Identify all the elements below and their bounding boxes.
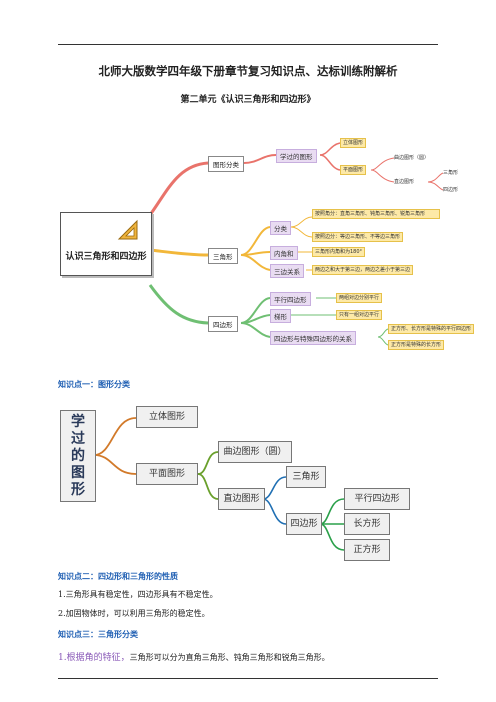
quadrilateral-text: 四边形: [443, 187, 459, 193]
triangle-ruler-icon: [117, 219, 138, 240]
branch-quadrilateral: 四边形: [208, 316, 238, 332]
triangle-text: 三角形: [443, 170, 459, 176]
quad-relation-label: 四边形与特殊四边形的关系: [270, 331, 356, 345]
section-3-line-1-rest: 三角形可以分为直角三角形、钝角三角形和锐角三角形。: [129, 653, 330, 662]
trapezoid-label: 梯形: [270, 309, 291, 323]
bottom-rule: [58, 678, 438, 679]
section-2-line-2: 2.加固物体时，可以利用三角形的稳定性。: [58, 609, 210, 618]
section-3-line-1-prefix: 1.根据角的特征，: [58, 653, 130, 663]
center-label: 认识三角形和四边形: [65, 252, 147, 262]
mind-map: 认识三角形和四边形 图形分类 学过的图形 立体图形 平面图形 曲边图形（圆） 直…: [58, 120, 478, 360]
tree-root-label: 学过的图形: [71, 414, 85, 498]
angle-sum-label: 内角和: [270, 246, 298, 260]
trapezoid-box: 只有一组对边平行: [336, 310, 383, 321]
document-title: 北师大版数学四年级下册章节复习知识点、达标训练附解析: [98, 64, 398, 78]
section-3-line-1: 1.根据角的特征，三角形可以分为直角三角形、钝角三角形和锐角三角形。: [58, 650, 330, 663]
quad-relation-box-1: 正方形、长方形是特殊的平行四边形: [388, 324, 475, 335]
curved-shapes-text: 曲边图形（圆）: [394, 155, 430, 161]
classification-tree: 学过的图形 立体图形 平面图形 曲边图形（圆） 直边图形 三角形 四边形 平行四…: [58, 400, 438, 565]
learned-shapes-label: 学过的图形: [276, 149, 317, 163]
parallelogram-label: 平行四边形: [270, 292, 311, 306]
mind-map-center: 认识三角形和四边形: [60, 212, 152, 276]
tree-square: 正方形: [344, 539, 390, 561]
top-rule: [58, 44, 438, 45]
classify-by-side-box: 按照边分：等边三角形、不等边三角形: [312, 232, 404, 243]
parallelogram-box: 两组对边分别平行: [336, 293, 383, 304]
tree-straight-shapes: 直边图形: [218, 488, 265, 510]
straight-shapes-text: 直边图形: [394, 179, 415, 185]
tree-root: 学过的图形: [60, 410, 96, 502]
side-relation-label: 三边关系: [270, 264, 304, 278]
section-2-heading: 知识点二：四边形和三角形的性质: [58, 572, 178, 581]
branch-shape-classification: 图形分类: [208, 156, 244, 172]
mind-map-connectors: [148, 142, 444, 346]
tree-triangle: 三角形: [286, 466, 326, 488]
section-2-line-1: 1.三角形具有稳定性，四边形具有不稳定性。: [58, 590, 218, 599]
angle-sum-box: 三角形内角和为180°: [312, 247, 366, 258]
solid-shapes-box: 立体图形: [340, 138, 367, 149]
plane-shapes-box: 平面图形: [340, 165, 367, 176]
section-3-heading: 知识点三：三角形分类: [58, 630, 138, 639]
tree-connectors: [93, 417, 345, 551]
tree-quadrilateral: 四边形: [286, 513, 322, 535]
tree-rectangle: 长方形: [344, 513, 390, 535]
document-subtitle: 第二单元《认识三角形和四边形》: [180, 95, 316, 105]
quad-relation-box-2: 正方形是特殊的长方形: [388, 340, 445, 351]
tree-curved-shapes: 曲边图形（圆）: [218, 441, 292, 463]
classify-by-angle-box: 按照角分：直角三角形、钝角三角形、锐角三角形: [312, 209, 440, 220]
tree-parallelogram: 平行四边形: [344, 488, 410, 510]
tree-plane-shapes: 平面图形: [136, 463, 198, 485]
tree-solid-shapes: 立体图形: [136, 406, 198, 428]
branch-triangle: 三角形: [208, 248, 238, 264]
section-1-heading: 知识点一：图形分类: [58, 380, 130, 389]
side-relation-box: 两边之和大于第三边，两边之差小于第三边: [312, 265, 414, 276]
triangle-classify-label: 分类: [270, 221, 291, 235]
